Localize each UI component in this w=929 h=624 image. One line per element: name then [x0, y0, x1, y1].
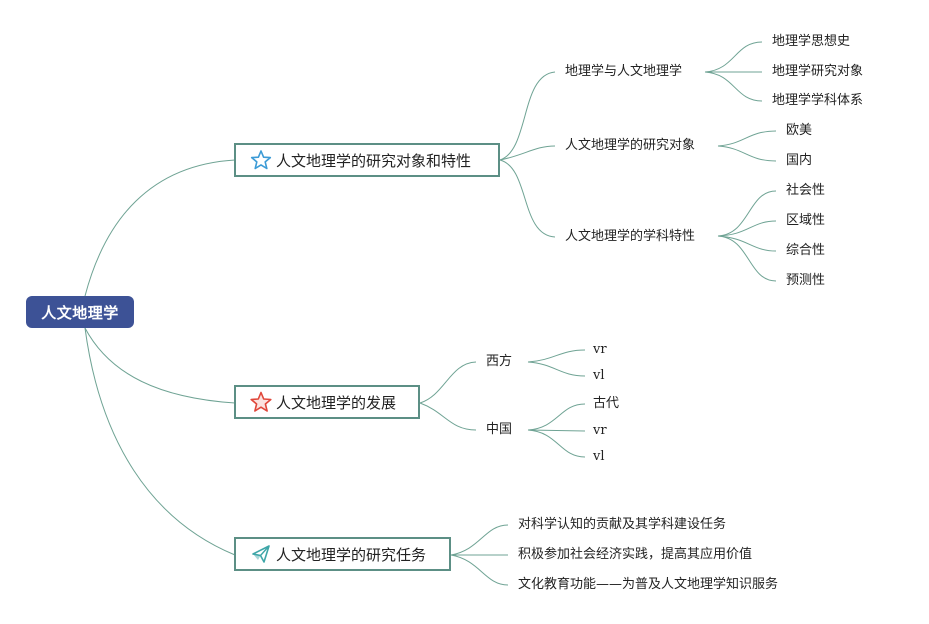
leaf-topic[interactable]: 对科学认知的贡献及其学科建设任务: [518, 517, 727, 532]
leaf-topic[interactable]: vr: [593, 423, 607, 438]
leaf-topic[interactable]: 古代: [593, 396, 620, 411]
leaf-topic[interactable]: 地理学思想史: [772, 34, 851, 49]
subtopic-research-object[interactable]: 人文地理学的研究对象: [565, 138, 696, 153]
star-outline-icon: [250, 149, 272, 171]
main-topic-label: 人文地理学的发展: [276, 393, 397, 412]
leaf-topic[interactable]: 积极参加社会经济实践，提高其应用价值: [518, 547, 753, 562]
root-topic-label: 人文地理学: [41, 303, 119, 322]
paper-plane-icon: [250, 543, 272, 565]
leaf-topic[interactable]: vl: [593, 449, 605, 464]
main-topic-research-tasks[interactable]: 人文地理学的研究任务: [234, 537, 451, 571]
subtopic-china[interactable]: 中国: [486, 422, 513, 437]
leaf-topic[interactable]: 欧美: [786, 123, 813, 138]
leaf-topic[interactable]: 社会性: [786, 183, 826, 198]
subtopic-geography-and-human-geography[interactable]: 地理学与人文地理学: [565, 64, 683, 79]
leaf-topic[interactable]: 综合性: [786, 243, 826, 258]
main-topic-development[interactable]: 人文地理学的发展: [234, 385, 420, 419]
leaf-topic[interactable]: 国内: [786, 153, 813, 168]
leaf-topic[interactable]: 区域性: [786, 213, 826, 228]
leaf-topic[interactable]: vr: [593, 342, 607, 357]
leaf-topic[interactable]: 文化教育功能——为普及人文地理学知识服务: [518, 577, 779, 592]
leaf-topic[interactable]: vl: [593, 368, 605, 383]
main-topic-label: 人文地理学的研究对象和特性: [276, 151, 472, 170]
star-red-icon: [250, 391, 272, 413]
root-topic[interactable]: 人文地理学: [26, 296, 134, 328]
main-topic-label: 人文地理学的研究任务: [276, 545, 427, 564]
subtopic-discipline-characteristics[interactable]: 人文地理学的学科特性: [565, 229, 696, 244]
leaf-topic[interactable]: 地理学研究对象: [772, 64, 864, 79]
leaf-topic[interactable]: 地理学学科体系: [772, 93, 864, 108]
main-topic-research-object[interactable]: 人文地理学的研究对象和特性: [234, 143, 500, 177]
leaf-topic[interactable]: 预测性: [786, 273, 826, 288]
subtopic-west[interactable]: 西方: [486, 354, 513, 369]
